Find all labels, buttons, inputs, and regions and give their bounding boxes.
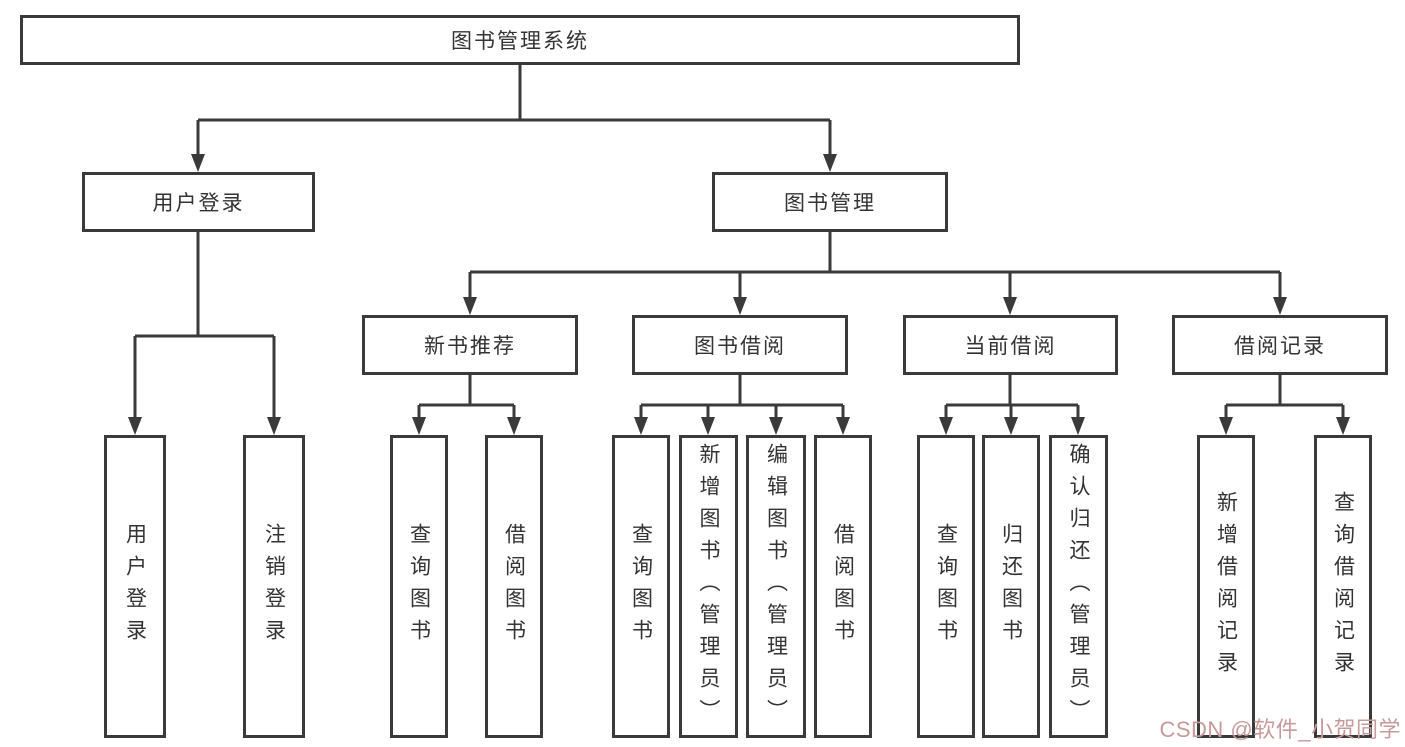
node-label: 新增借阅记录 (1214, 490, 1238, 683)
leaf-add-borrow-record: 新增借阅记录 (1197, 435, 1255, 738)
node-label: 图书借阅 (694, 335, 786, 358)
node-new-book-recommendation: 新书推荐 (362, 315, 578, 375)
node-label: 图书管理系统 (451, 30, 589, 53)
node-label: 查询图书 (934, 522, 958, 651)
node-label: 查询借阅记录 (1331, 490, 1355, 683)
node-label: 借阅图书 (831, 522, 855, 651)
node-label: 查询图书 (629, 522, 653, 651)
node-label: 确认归还（管理员） (1067, 442, 1090, 731)
node-label: 借阅记录 (1234, 335, 1326, 358)
node-label: 新书推荐 (424, 335, 516, 358)
leaf-query-books-recommend: 查询图书 (390, 435, 448, 738)
node-library-management-system: 图书管理系统 (20, 15, 1020, 65)
leaf-borrow-books-recommend: 借阅图书 (485, 435, 543, 738)
leaf-add-book-admin: 新增图书（管理员） (679, 435, 738, 738)
node-current-borrowing: 当前借阅 (903, 315, 1118, 375)
leaf-query-books-current: 查询图书 (917, 435, 975, 738)
node-label: 编辑图书（管理员） (764, 442, 788, 731)
node-label: 归还图书 (999, 522, 1023, 651)
leaf-query-borrow-record: 查询借阅记录 (1314, 435, 1372, 738)
leaf-confirm-return-admin: 确认归还（管理员） (1049, 435, 1108, 738)
csdn-watermark: CSDN @软件_小贺同学 (1159, 717, 1401, 742)
node-book-borrowing: 图书借阅 (632, 315, 848, 375)
leaf-logout: 注销登录 (243, 435, 305, 738)
node-label: 图书管理 (784, 192, 876, 215)
node-label: 用户登录 (152, 192, 245, 215)
node-book-management: 图书管理 (712, 172, 948, 232)
leaf-user-login: 用户登录 (104, 435, 166, 738)
node-borrowing-records: 借阅记录 (1172, 315, 1388, 375)
node-label: 用户登录 (123, 522, 147, 651)
node-label: 借阅图书 (502, 522, 526, 651)
leaf-query-books-borrow: 查询图书 (612, 435, 670, 738)
node-label: 新增图书（管理员） (697, 442, 720, 731)
node-label: 当前借阅 (964, 335, 1057, 358)
leaf-edit-book-admin: 编辑图书（管理员） (746, 435, 806, 738)
node-user-login: 用户登录 (82, 172, 315, 232)
leaf-borrow-books: 借阅图书 (814, 435, 872, 738)
node-label: 查询图书 (407, 522, 431, 651)
leaf-return-books: 归还图书 (982, 435, 1040, 738)
node-label: 注销登录 (262, 522, 286, 651)
